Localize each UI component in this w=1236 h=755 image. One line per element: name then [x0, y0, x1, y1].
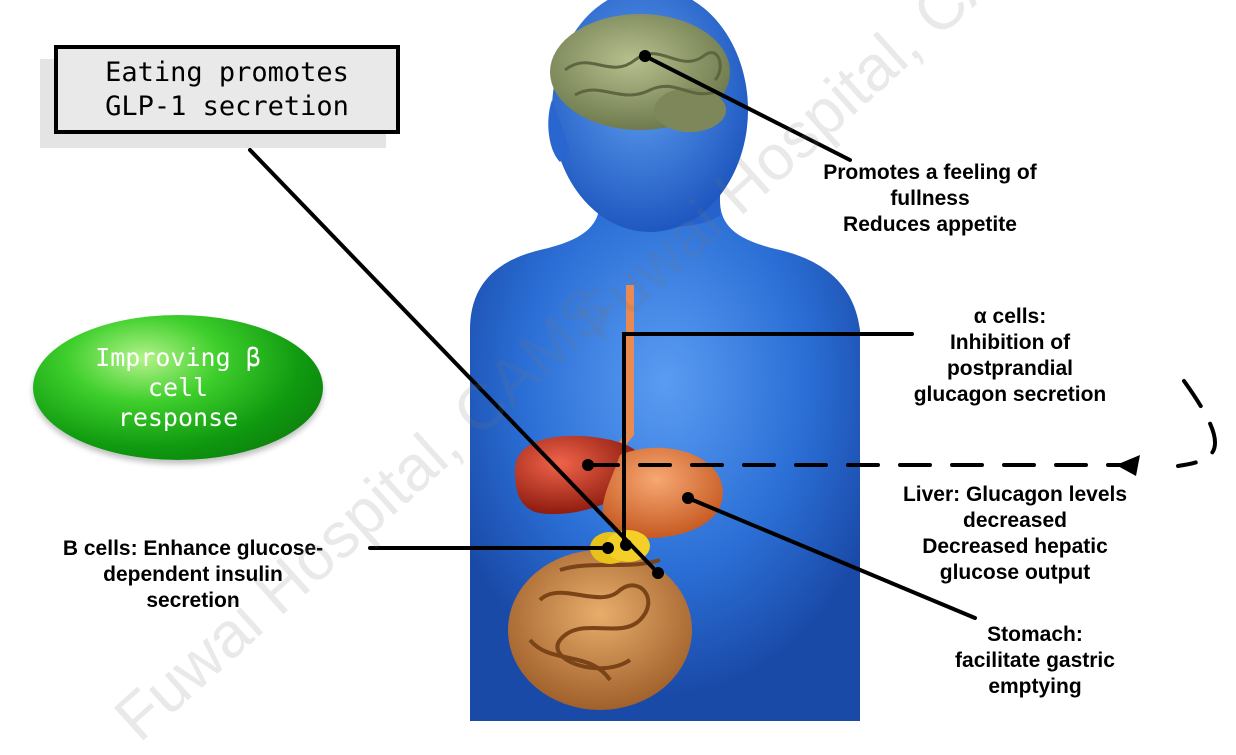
- pill-line-3: response: [78, 403, 278, 433]
- label-stomach: Stomach: facilitate gastric emptying: [920, 622, 1150, 700]
- callout-line-1: Eating promotes: [105, 56, 349, 90]
- label-alpha-line-3: postprandial: [890, 356, 1130, 382]
- label-liver-line-1: Liver: Glucagon levels: [870, 482, 1160, 508]
- label-brain-line-1: Promotes a feeling of: [770, 160, 1090, 186]
- diagram-stage: Eating promotes GLP-1 secretion Improvin…: [0, 0, 1236, 721]
- intestine-icon: [508, 550, 692, 710]
- label-bcells-line-1: B cells: Enhance glucose-: [18, 536, 368, 562]
- label-brain-line-2: fullness: [770, 186, 1090, 212]
- label-liver-line-4: glucose output: [870, 560, 1160, 586]
- label-brain-line-3: Reduces appetite: [770, 212, 1090, 238]
- pill-line-2: cell: [78, 373, 278, 403]
- label-bcells-line-3: secretion: [18, 588, 368, 614]
- label-b-cells: B cells: Enhance glucose- dependent insu…: [18, 536, 368, 614]
- label-stomach-line-3: emptying: [920, 674, 1150, 700]
- label-stomach-line-1: Stomach:: [920, 622, 1150, 648]
- label-liver: Liver: Glucagon levels decreased Decreas…: [870, 482, 1160, 586]
- label-liver-line-3: Decreased hepatic: [870, 534, 1160, 560]
- arrowhead-icon: [1116, 455, 1140, 476]
- line-return-dashed: [1178, 381, 1215, 466]
- label-brain-effect: Promotes a feeling of fullness Reduces a…: [770, 160, 1090, 238]
- label-alpha-line-2: Inhibition of: [890, 330, 1130, 356]
- label-liver-line-2: decreased: [870, 508, 1160, 534]
- beta-cell-pill: Improving β cell response: [33, 315, 323, 460]
- label-alpha-cells: α cells: Inhibition of postprandial gluc…: [890, 304, 1130, 408]
- label-bcells-line-2: dependent insulin: [18, 562, 368, 588]
- label-alpha-line-1: α cells:: [890, 304, 1130, 330]
- label-stomach-line-2: facilitate gastric: [920, 648, 1150, 674]
- callout-box-glp1: Eating promotes GLP-1 secretion: [54, 45, 400, 134]
- label-alpha-line-4: glucagon secretion: [890, 382, 1130, 408]
- pill-line-1: Improving β: [78, 343, 278, 373]
- callout-line-2: GLP-1 secretion: [105, 90, 349, 124]
